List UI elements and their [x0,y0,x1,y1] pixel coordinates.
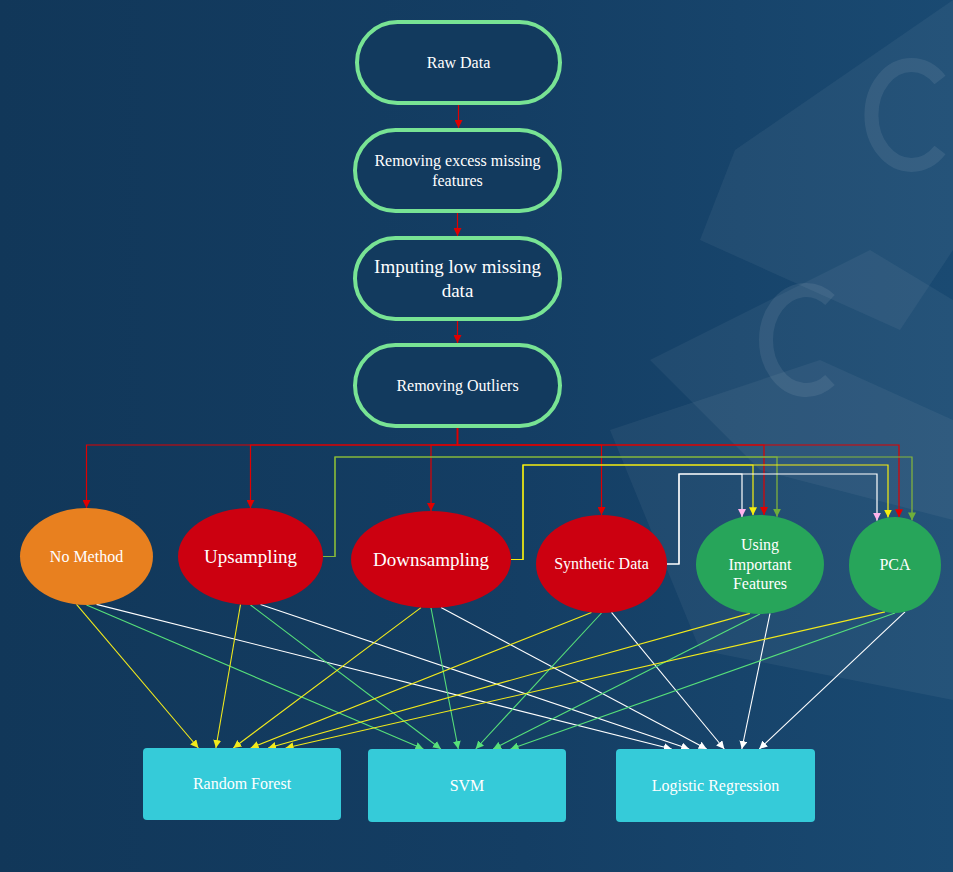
connector [216,605,241,749]
connector [431,608,458,749]
node-shape [616,749,815,822]
connector [742,613,770,749]
connector [458,105,459,128]
connector [431,428,458,511]
method-ellipse: Upsampling [178,508,323,605]
process-pill: Raw Data [355,20,562,105]
node-shape [368,749,566,822]
node-label: Removing Outliers [374,376,541,396]
node-text: Removing excess missing features [374,151,541,190]
node-label: Logistic Regression [628,776,803,796]
node-shape [696,515,824,614]
model-box: Logistic Regression [616,749,815,822]
node-label: PCA [860,555,930,575]
node-label: SVM [380,776,554,796]
node-label: Raw Data [376,53,542,73]
node-label: Imputing low missing data [374,255,541,301]
node-shape [357,22,560,103]
connector [87,428,458,508]
model-box: SVM [368,749,566,822]
process-pill: Imputing low missing data [353,236,562,321]
book-letters [766,65,940,390]
letter-shape [766,290,830,390]
connector [458,428,765,515]
node-shape [351,511,511,608]
connector [457,321,458,343]
node-shape [355,238,560,319]
connector [251,428,458,508]
connector [233,608,421,748]
node-text: Logistic Regression [628,776,803,796]
node-label: Random Forest [155,774,329,794]
node-label: Upsampling [196,545,306,568]
node-text: Random Forest [155,774,329,794]
node-label: No Method [36,547,137,567]
node-text: Raw Data [376,53,542,73]
connector [458,428,900,517]
node-text: Using Important Features [712,535,809,594]
node-text: Downsampling [370,548,492,571]
node-shape [849,517,941,613]
node-outline [353,128,562,213]
node-shape [178,508,323,605]
connector [268,613,750,748]
node-text: No Method [36,547,137,567]
node-label: Using Important Features [712,535,809,594]
method-ellipse: Using Important Features [696,515,824,614]
book-stack [610,0,953,700]
connector [286,612,885,748]
node-label: Synthetic Data [552,554,652,574]
connector [441,608,707,749]
method-ellipse: Downsampling [351,511,511,608]
process-pill: Removing excess missing features [353,128,562,213]
process-pill: Removing Outliers [353,343,562,428]
connector [493,614,760,749]
node-text: SVM [380,776,554,796]
node-text: Imputing low missing data [374,255,541,301]
model-box: Random Forest [143,748,341,820]
node-label: Removing excess missing features [374,151,541,190]
letter-shape [871,65,940,165]
node-label: Downsampling [370,548,492,571]
book-shape [610,360,953,700]
node-text: PCA [860,555,930,575]
node-text: Removing Outliers [374,376,541,396]
connector [97,604,672,749]
connector [251,605,441,749]
method-ellipse: No Method [20,508,153,605]
method-ellipse: PCA [849,517,941,613]
connector [511,613,895,749]
node-shape [355,345,560,426]
node-shape [20,508,153,605]
connector [458,428,602,515]
node-text: Upsampling [196,545,306,568]
node-shape [355,130,560,211]
connector [759,612,905,749]
connector [251,612,592,748]
node-outline [353,236,562,321]
node-text: Synthetic Data [552,554,652,574]
connector [457,213,458,236]
node-shape [143,748,341,820]
method-ellipse: Synthetic Data [536,515,667,613]
node-shape [536,515,667,613]
connector [87,605,424,749]
